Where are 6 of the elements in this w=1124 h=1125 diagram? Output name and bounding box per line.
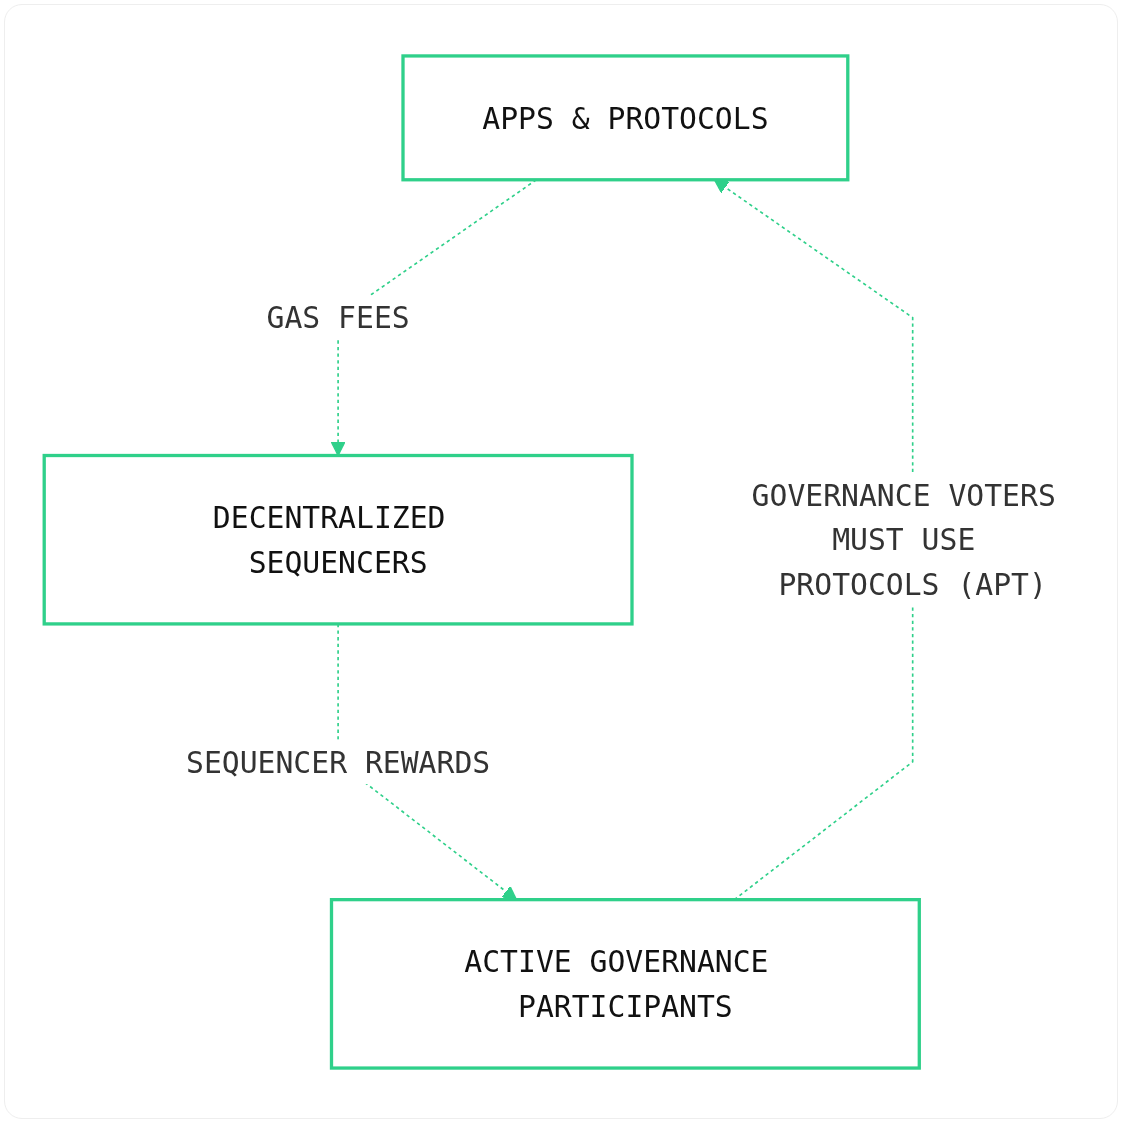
edge-label: GOVERNANCE VOTERS MUST USE PROTOCOLS (APT) (751, 477, 1056, 602)
node-box: APPS & PROTOCOLS (401, 53, 850, 181)
node-box: ACTIVE GOVERNANCE PARTICIPANTS (329, 897, 921, 1070)
edge-label: SEQUENCER REWARDS (186, 743, 491, 779)
node-box: DECENTRALIZED SEQUENCERS (42, 453, 634, 626)
edge-label: GAS FEES (266, 299, 410, 335)
